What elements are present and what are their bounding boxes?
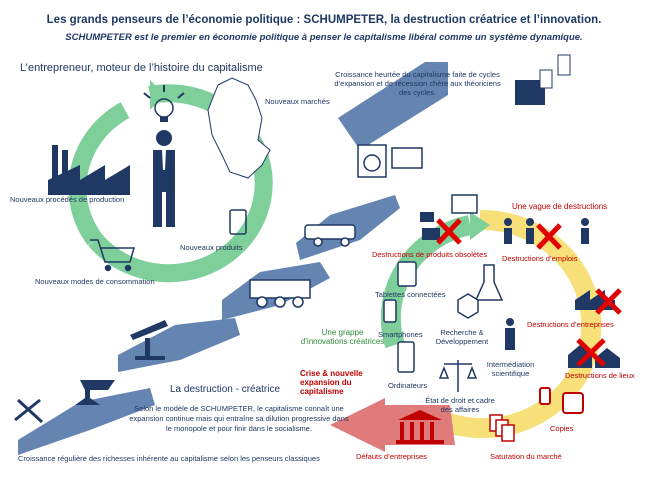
label-law: État de droit et cadre des affaires xyxy=(425,396,495,414)
cross-icon xyxy=(595,288,622,315)
label-new-products: Nouveaux produits xyxy=(180,243,243,252)
cross-icon xyxy=(436,218,462,245)
label-company-destruction: Destructions d’entreprises xyxy=(527,320,614,329)
oil-pump-icon xyxy=(130,320,168,360)
workers-icon xyxy=(504,218,589,244)
cross-icon xyxy=(576,338,606,367)
slanted-band xyxy=(118,318,240,372)
left-cycle-arrowhead xyxy=(150,80,165,110)
cross-icon xyxy=(536,223,562,250)
bottom-caption: Croissance régulière des richesses inhér… xyxy=(18,454,320,463)
appliances-icon xyxy=(357,144,423,178)
saturation-icon xyxy=(489,414,515,442)
label-copies: Copies xyxy=(550,424,574,433)
label-crisis: Crise & nouvelle expansion du capitalism… xyxy=(300,369,363,396)
lightbulb-icon xyxy=(143,85,185,122)
anvil-icon xyxy=(75,380,115,405)
train-icon xyxy=(249,279,311,308)
smartphone-icon xyxy=(383,299,397,323)
page-subtitle: SCHUMPETER est le premier en économie po… xyxy=(65,32,583,43)
label-saturation: Saturation du marché xyxy=(490,452,562,461)
copies-icon xyxy=(539,387,584,414)
computer-icon xyxy=(397,341,415,373)
label-obsolete-products: Destructions de produits obsolètes xyxy=(372,250,488,259)
label-new-processes: Nouveaux procédés de production xyxy=(10,195,125,204)
scales-icon xyxy=(438,360,478,392)
label-tablets: Tablettes connectées xyxy=(375,290,446,299)
map-icon xyxy=(207,77,271,179)
label-innovation-cluster: Une grappe d’innovations créatrices xyxy=(300,328,385,346)
slanted-band xyxy=(18,388,155,455)
label-place-destruction: Destructions de lieux xyxy=(565,371,635,380)
tools-icon xyxy=(14,398,44,424)
entrepreneur-icon xyxy=(153,130,175,227)
label-failures: Défauts d’entreprises xyxy=(356,452,427,461)
flask-icon xyxy=(474,264,504,301)
tablet-connected-icon xyxy=(397,261,417,287)
scientist-icon xyxy=(505,318,515,350)
label-smartphones: Smartphones xyxy=(378,330,423,339)
label-computers: Ordinateurs xyxy=(388,381,428,390)
obsolete-products-icon xyxy=(420,194,478,240)
label-new-consumption: Nouveaux modes de consommation xyxy=(35,277,155,286)
growth-text: Croissance heurtée du capitalisme faite … xyxy=(334,70,501,97)
destruction-heading: La destruction - créatrice xyxy=(170,384,281,395)
tablet-icon xyxy=(229,209,247,235)
shopping-cart-icon xyxy=(90,239,135,272)
devices-icon xyxy=(515,54,571,105)
slanted-band xyxy=(338,62,448,150)
molecule-icon xyxy=(457,293,479,319)
label-job-destruction: Destructions d’emplois xyxy=(502,254,578,263)
bank-icon xyxy=(396,410,444,444)
destruction-paragraph: Selon le modèle de SCHUMPETER, le capita… xyxy=(129,404,349,433)
page-title: Les grands penseurs de l’économie politi… xyxy=(46,14,602,26)
left-cycle-heading: L’entrepreneur, moteur de l’histoire du … xyxy=(20,62,263,74)
label-intermediation: Intermédiation scientifique xyxy=(486,360,535,378)
left-cycle-arrow xyxy=(88,84,273,283)
cycle-arrowhead-green xyxy=(470,212,490,240)
label-new-markets: Nouveaux marchés xyxy=(265,97,330,106)
label-destruction-wave: Une vague de destructions xyxy=(512,202,608,211)
label-rnd: Recherche & Développement xyxy=(435,328,489,346)
factory-icon xyxy=(48,145,130,195)
car-icon xyxy=(304,224,356,247)
